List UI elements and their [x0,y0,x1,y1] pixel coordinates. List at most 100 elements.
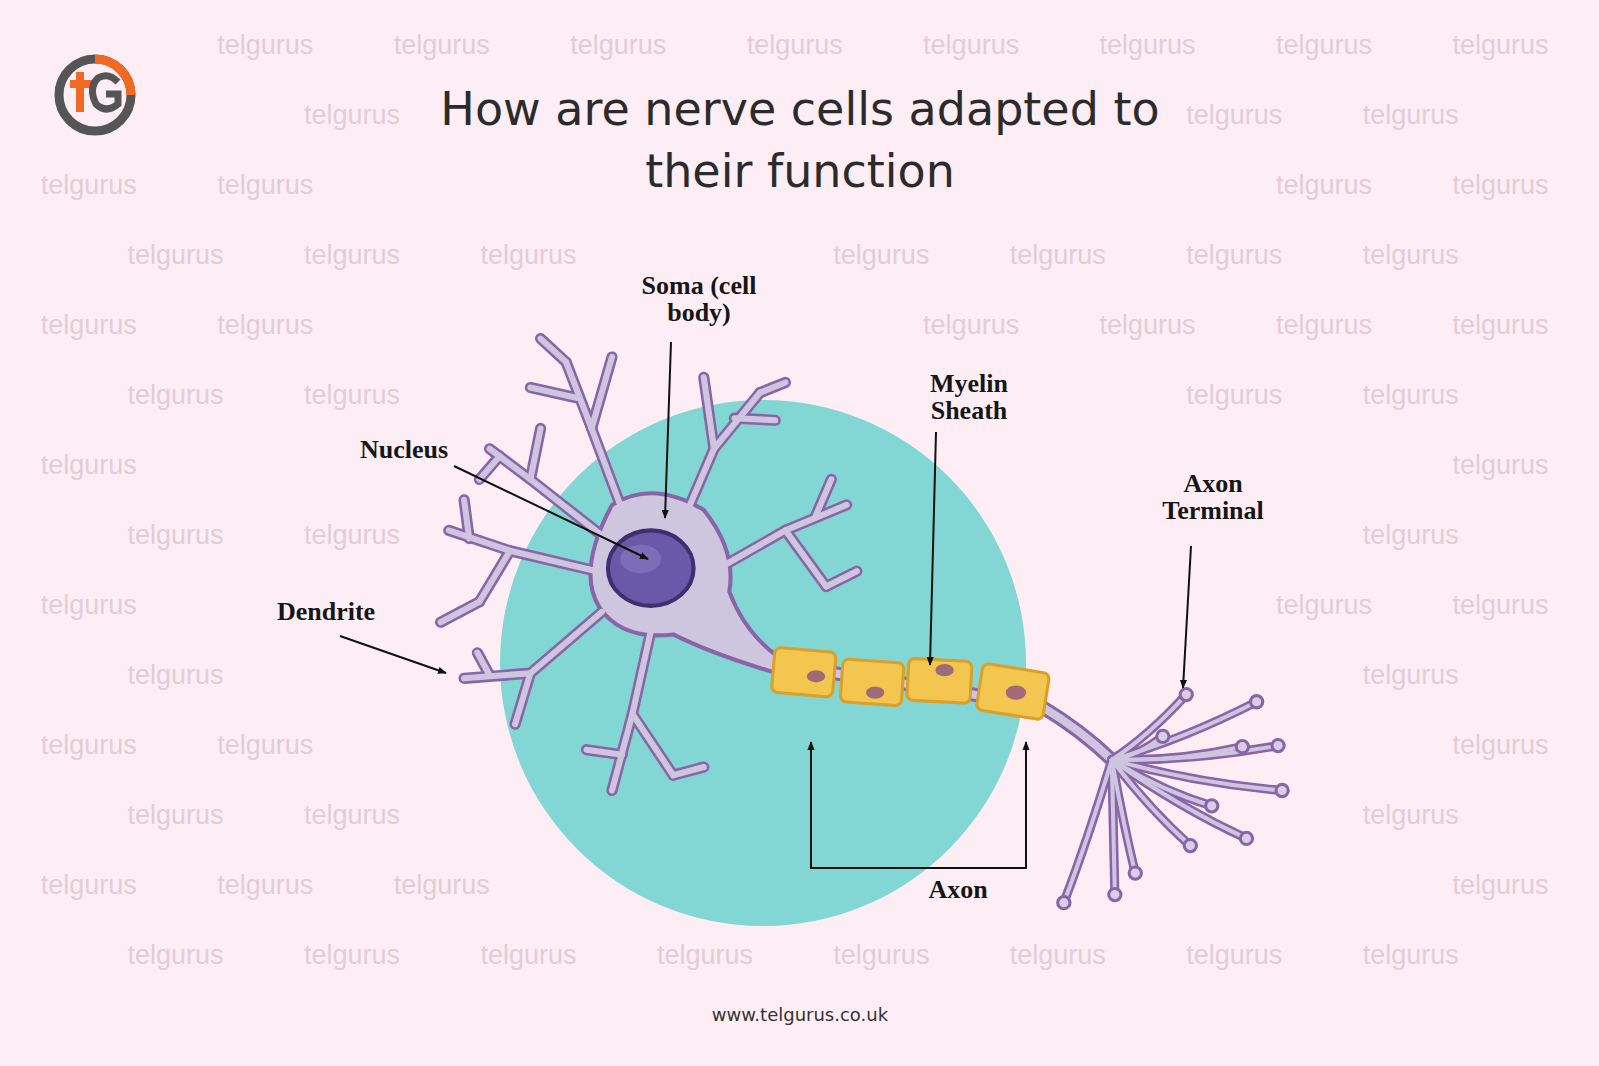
watermark: telgurus [1100,30,1196,61]
watermark: telgurus [1186,100,1282,131]
watermark: telgurus [570,30,666,61]
watermark: telgurus [41,730,137,761]
watermark: telgurus [1186,240,1282,271]
soma-label: Soma (cell body) [624,272,774,327]
watermark: telgurus [128,940,224,971]
neuron-branch [515,673,530,724]
neuron-branch [1112,760,1115,895]
terminal-knob [1180,689,1192,701]
terminal-knob [1109,888,1121,900]
watermark: telgurus [41,590,137,621]
watermark: telgurus [1452,170,1548,201]
neuron-branch [714,505,847,571]
watermark: telgurus [128,380,224,411]
watermark: telgurus [304,380,400,411]
neuron-branch [587,750,623,755]
neuron-branch [530,428,540,479]
watermark: telgurus [217,30,313,61]
watermark: telgurus [480,240,576,271]
neuron-branch [704,377,714,448]
watermark: telgurus [747,30,843,61]
neuron-branch [734,418,775,420]
terminal-knob [1058,897,1070,909]
watermark: telgurus [1452,30,1548,61]
neuron-branch [479,456,499,479]
watermark: telgurus [128,660,224,691]
watermark: telgurus [1010,940,1106,971]
watermark: telgurus [1363,940,1459,971]
dendrite-label: Dendrite [251,598,401,625]
terminal-knob [1251,696,1263,708]
neuron-branch [592,357,612,428]
watermark: telgurus [217,870,313,901]
neuron-branch [566,362,622,510]
neuron-branch [704,377,714,448]
neuron-branch [673,767,704,775]
watermark: telgurus [923,310,1019,341]
watermark: telgurus [657,940,753,971]
neuron-branch [1064,760,1112,903]
watermark: telgurus [1010,240,1106,271]
watermark: telgurus [128,520,224,551]
watermark: telgurus [217,170,313,201]
neuron-branch [714,505,847,571]
watermark: telgurus [1363,380,1459,411]
neuron-branch [816,479,831,515]
watermark: telgurus [217,310,313,341]
watermark: telgurus [1186,380,1282,411]
axon-terminal-label: Axon Terminal [1151,470,1276,525]
watermark: telgurus [304,940,400,971]
neuron-branch [441,602,480,622]
watermark: telgurus [1363,520,1459,551]
neuron-branch [760,383,786,393]
neuron-branch [566,362,622,510]
watermark: telgurus [1452,590,1548,621]
watermark: telgurus [1276,590,1372,621]
neuron-branch [632,714,673,775]
watermark: telgurus [1363,240,1459,271]
watermark: telgurus [1452,450,1548,481]
neuron-branch [515,673,530,724]
neuron-branch [632,714,673,775]
title: How are nerve cells adapted to their fun… [430,78,1170,202]
neuron-branch [760,383,786,393]
neuron-branch [477,653,489,675]
background-circle [500,400,1026,926]
neuron-branch [541,339,567,362]
neuron-branch [464,500,469,539]
watermark: telgurus [41,450,137,481]
myelin-sheath [771,647,1049,720]
watermark: telgurus [304,800,400,831]
logo [59,59,131,131]
watermark: telgurus [41,870,137,901]
neuron-branch [1112,760,1247,839]
watermark: telgurus [394,870,490,901]
neuron-branch [785,530,826,586]
nucleus-label: Nucleus [329,436,479,463]
watermark: telgurus [128,800,224,831]
neuron-branch [785,530,826,586]
neuron-branch [541,339,567,362]
watermark: telgurus [833,240,929,271]
neuron-branch [683,393,760,521]
watermark: telgurus [923,30,1019,61]
watermark: telgurus [128,240,224,271]
neuron-branch [530,388,576,398]
neuron-branch [479,551,510,602]
neuron-branch [479,456,499,479]
watermark: telgurus [1186,940,1282,971]
terminal-knob [1129,867,1141,879]
terminal-knob [1272,740,1284,752]
watermark: telgurus [1363,660,1459,691]
watermark: telgurus [1276,170,1372,201]
watermark: telgurus [480,940,576,971]
watermark: telgurus [1452,870,1548,901]
neuron-branch [441,602,480,622]
terminal-knob [1184,839,1196,851]
neuron [441,339,1289,909]
neuron-branch [587,750,623,755]
neuron-branch [673,767,704,775]
neuron-branch [683,393,760,521]
watermark: telgurus [304,240,400,271]
